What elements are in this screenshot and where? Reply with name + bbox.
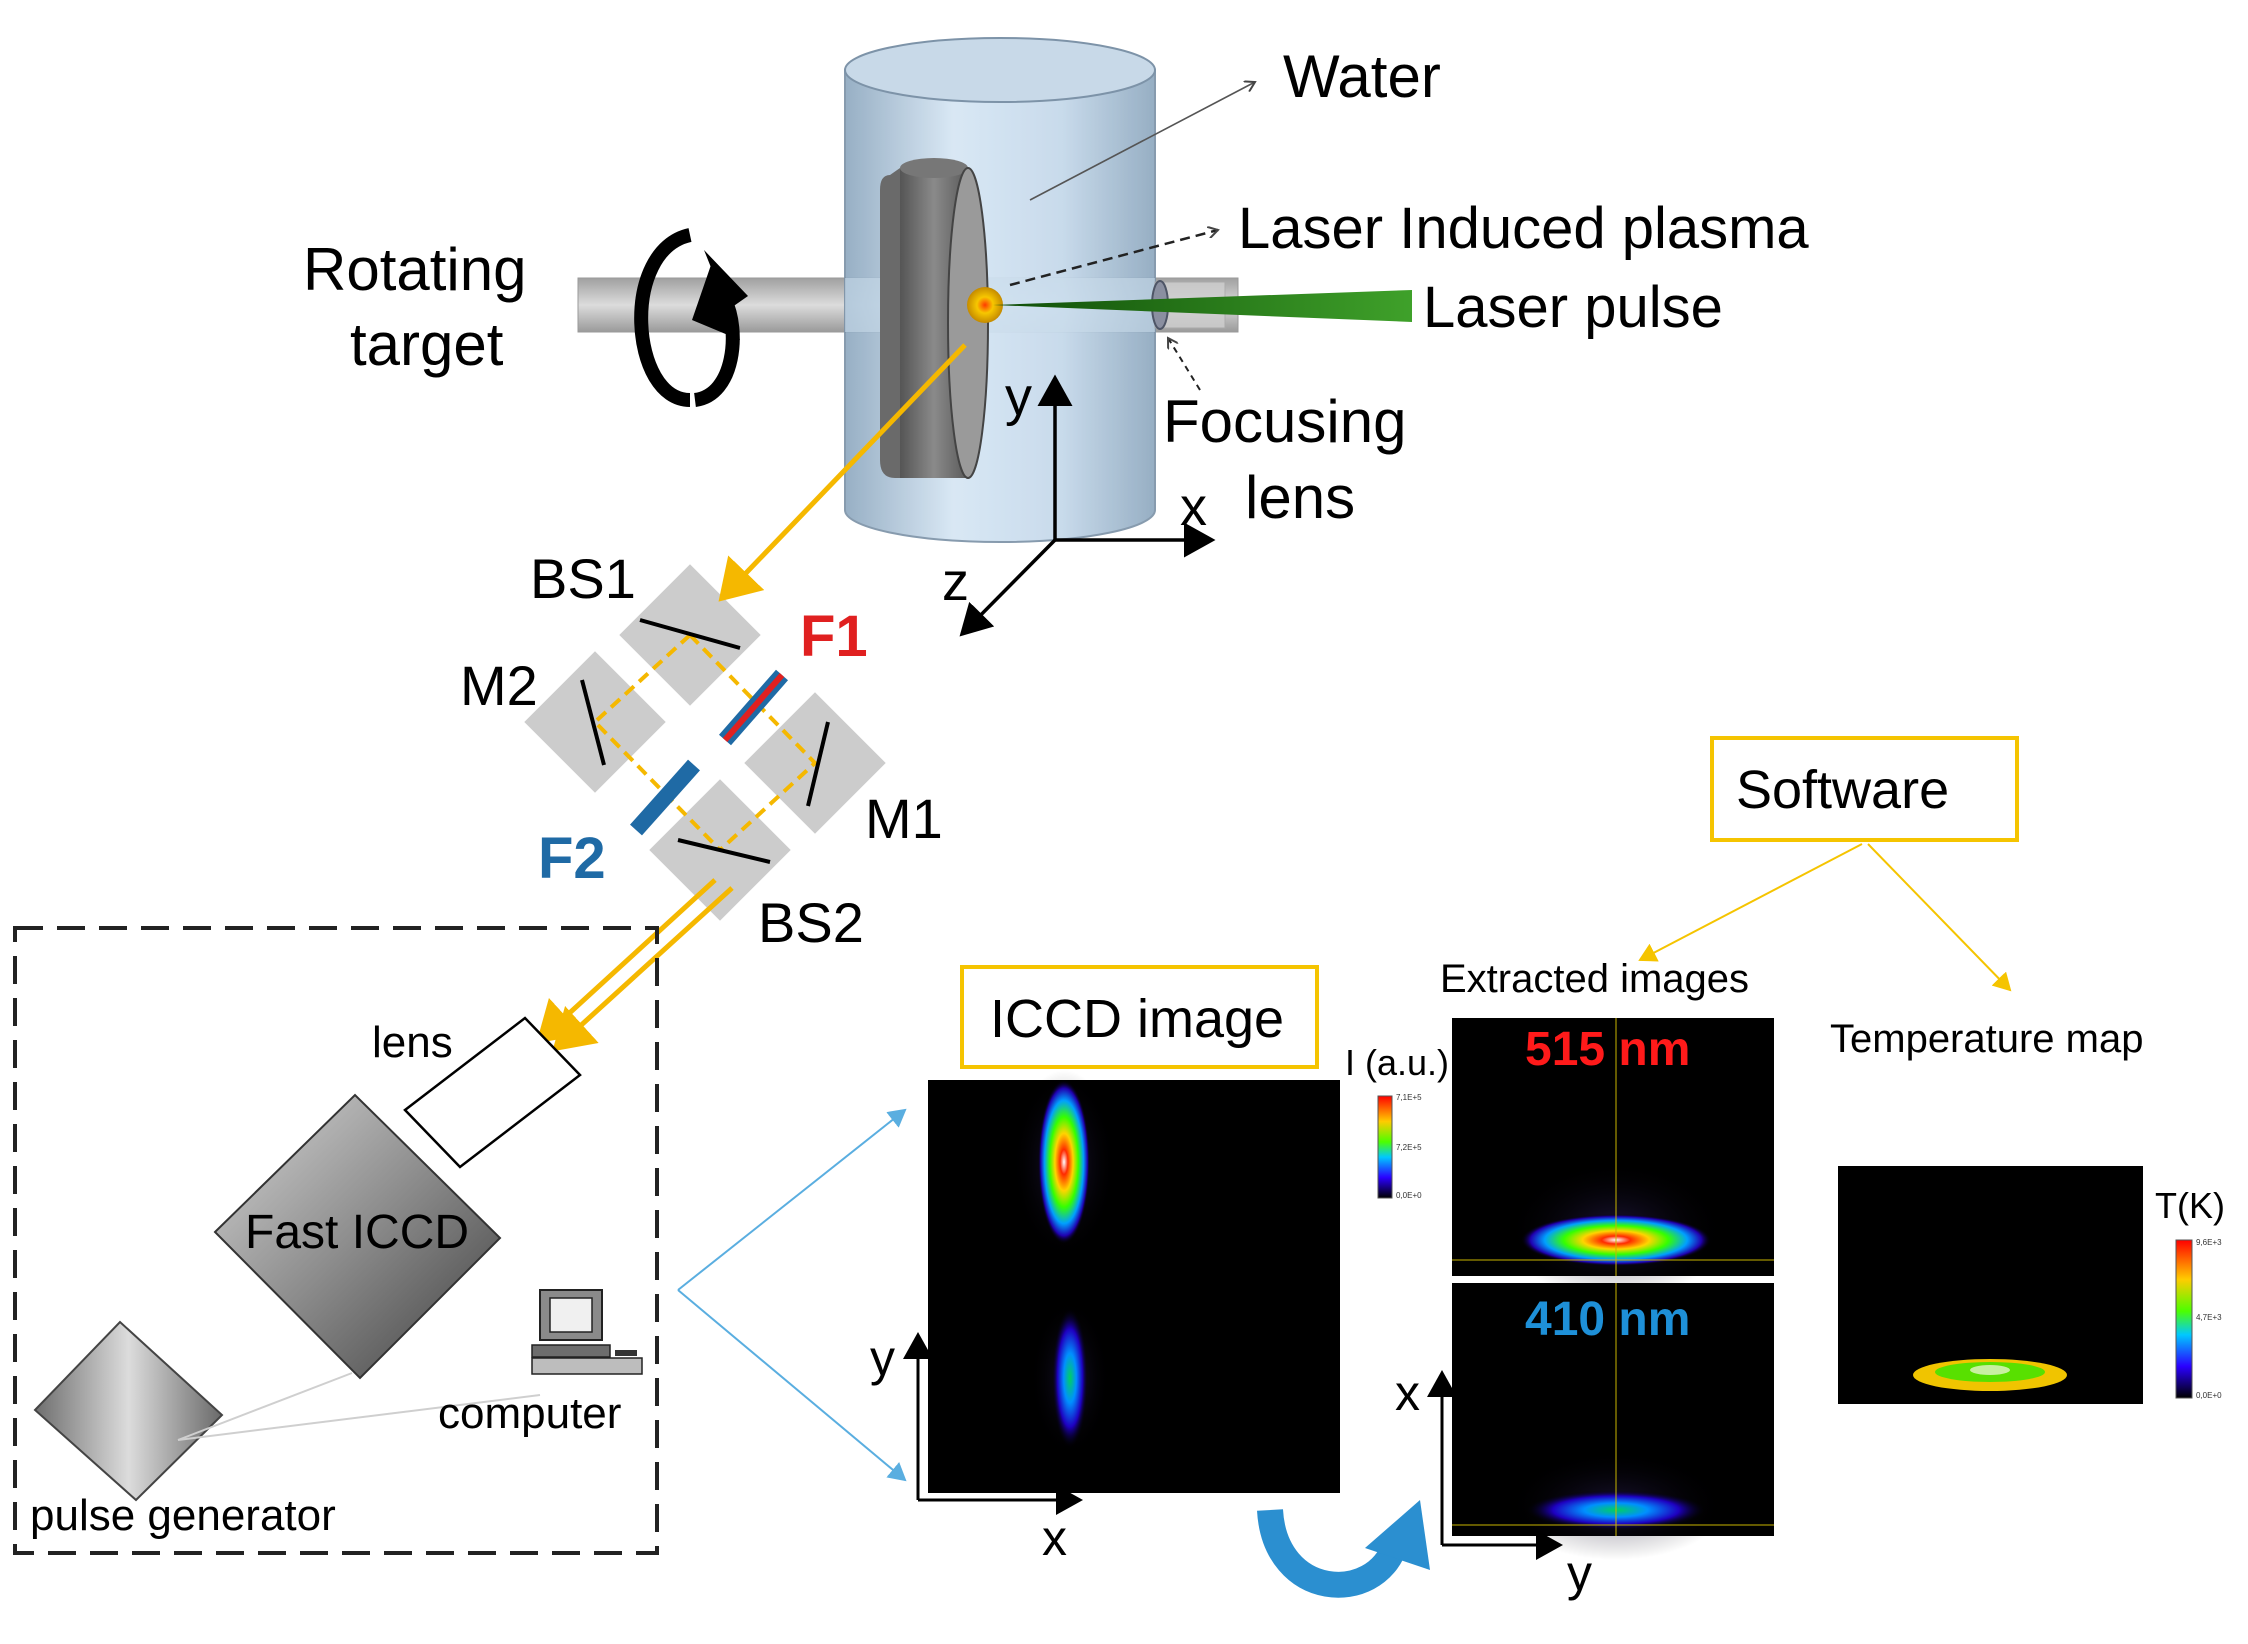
label-laser-pulse: Laser pulse	[1423, 275, 1723, 340]
label-bs1: BS1	[530, 547, 636, 610]
label-bs2: BS2	[758, 891, 864, 954]
software-arrow-right	[1867, 843, 2012, 992]
cbar-i-top: 7,1E+5	[1396, 1093, 1422, 1102]
iccd-axis-label-y: y	[870, 1330, 895, 1386]
label-pulse-generator: pulse generator	[30, 1491, 336, 1540]
rotation-arrow-icon	[634, 228, 748, 407]
label-f1: F1	[800, 604, 868, 669]
data-arrow-upper	[677, 1108, 907, 1291]
cbar-t-top: 9,6E+3	[2196, 1238, 2222, 1247]
label-computer: computer	[438, 1389, 621, 1438]
ext-axis-label-y: y	[1567, 1545, 1592, 1601]
water-pointer	[1029, 82, 1255, 201]
detection-box	[13, 926, 659, 1555]
lens-pointer	[1168, 338, 1201, 391]
extracted-image-410: 410 nm	[1452, 1283, 1774, 1560]
label-extracted-images: Extracted images	[1440, 957, 1749, 1001]
computer-icon	[531, 1289, 643, 1375]
label-water: Water	[1283, 43, 1441, 110]
beam-to-lens-1	[536, 878, 717, 1044]
cbar-i-bot: 0,0E+0	[1396, 1191, 1422, 1200]
label-rotating: Rotating	[303, 236, 526, 303]
label-focusing: Focusing	[1163, 388, 1406, 455]
collection-beam	[718, 343, 967, 602]
label-fast-iccd: Fast ICCD	[245, 1206, 469, 1259]
beam-path-upper	[592, 633, 722, 852]
label-lens: lens	[372, 1018, 453, 1067]
iccd-image-box	[960, 965, 1319, 1069]
water-cell	[577, 37, 1412, 543]
label-410nm: 410 nm	[1525, 1293, 1690, 1346]
label-m2: M2	[460, 654, 538, 717]
iccd-image	[928, 1070, 1340, 1493]
extracted-image-515: 515 nm	[1452, 1018, 1774, 1300]
target-disk	[880, 158, 989, 479]
beam-path-lower	[688, 633, 818, 852]
camera-lens	[403, 1016, 582, 1169]
axis-label-y: y	[1005, 367, 1032, 427]
label-laser-induced-plasma: Laser Induced plasma	[1238, 196, 1809, 261]
label-lens-focusing: lens	[1245, 464, 1355, 531]
axis-label-x: x	[1180, 477, 1207, 537]
cbar-i-mid: 7,2E+5	[1396, 1143, 1422, 1152]
label-m1: M1	[865, 787, 943, 850]
temperature-colorbar	[2175, 1239, 2193, 1399]
fast-iccd-camera	[213, 1093, 502, 1380]
filter-f2	[630, 759, 700, 836]
data-arrow-lower	[677, 1289, 907, 1482]
intensity-colorbar	[1377, 1095, 1393, 1199]
software-box	[1710, 736, 2019, 842]
pulse-generator	[33, 1320, 224, 1502]
label-515nm: 515 nm	[1525, 1023, 1690, 1076]
software-arrow-left	[1638, 843, 1863, 962]
beam-to-lens-2	[552, 886, 734, 1052]
label-f2: F2	[538, 826, 606, 891]
plasma-spot	[967, 287, 1003, 323]
label-intensity: I (a.u.)	[1345, 1042, 1449, 1083]
laser-beam	[993, 290, 1412, 322]
label-software: Software	[1736, 760, 1949, 820]
cbar-t-mid: 4,7E+3	[2196, 1313, 2222, 1322]
rotate-transform-arrow-icon	[1257, 1500, 1430, 1598]
label-target: target	[350, 311, 504, 378]
water-cylinder-top	[844, 37, 1156, 103]
label-temperature-map: Temperature map	[1830, 1017, 2143, 1061]
coordinate-axes: y x z	[942, 367, 1216, 637]
label-iccd-image: ICCD image	[990, 989, 1284, 1049]
ext-axis-label-x: x	[1395, 1365, 1420, 1421]
axis-label-z: z	[942, 552, 969, 612]
temperature-map-image	[1838, 1166, 2143, 1404]
iccd-axis-label-x: x	[1042, 1510, 1067, 1566]
cbar-t-bot: 0,0E+0	[2196, 1391, 2222, 1400]
label-temperature-unit: T(K)	[2155, 1185, 2225, 1226]
plasma-pointer	[1009, 230, 1218, 287]
